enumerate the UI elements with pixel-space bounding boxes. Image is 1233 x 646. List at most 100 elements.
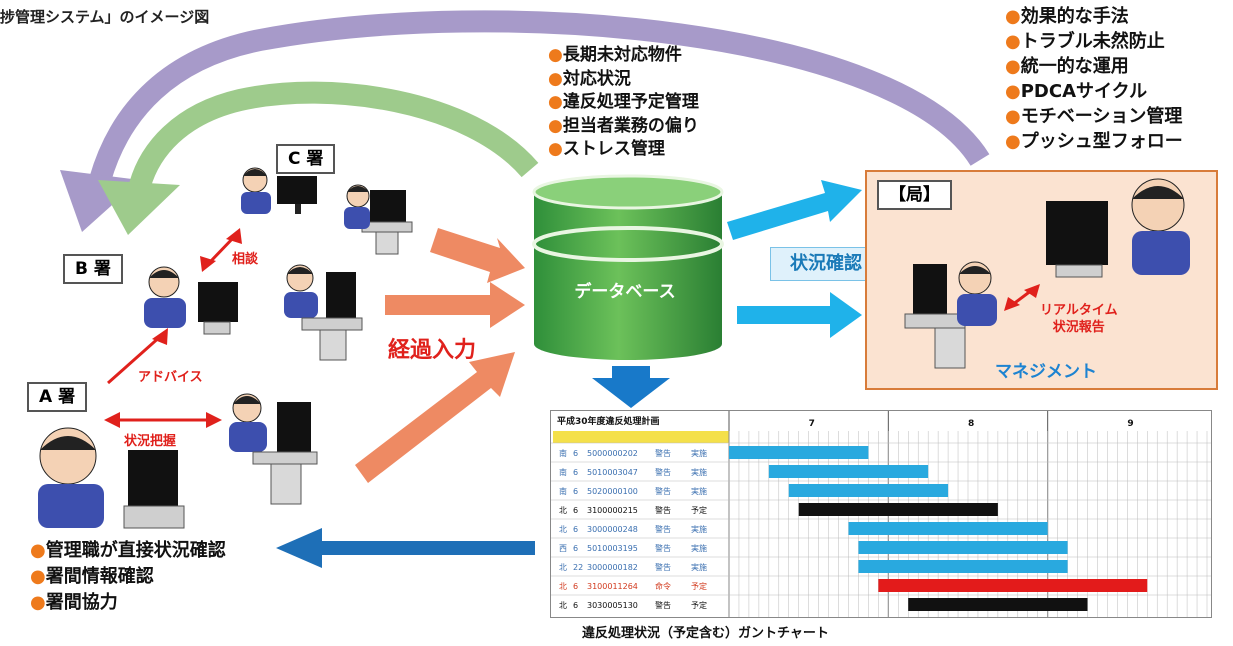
list-item: ●担当者業務の偏り [548, 115, 699, 136]
purple-feedback-arc [89, 10, 990, 184]
gantt-cell: 3100000215 [587, 506, 638, 515]
left-feedback-arrow [276, 528, 535, 568]
list-item: ●統一的な運用 [1005, 56, 1129, 77]
soudan-label: 相談 [232, 252, 259, 267]
gantt-cell: 予定 [691, 581, 707, 591]
worker-icon [241, 167, 317, 214]
gantt-cell: 実施 [691, 524, 707, 534]
list-item: ●モチベーション管理 [1005, 106, 1183, 127]
red-double-arrows [104, 228, 242, 428]
gantt-cell: 警告 [655, 505, 671, 515]
gantt-cell: 予定 [691, 600, 707, 610]
gantt-cell: 実施 [691, 486, 707, 496]
keika-label: 経過入力 [388, 338, 477, 363]
bottom-list: ●管理職が直接状況確認 ●署間情報確認 ●署間協力 [30, 538, 226, 616]
gantt-cell: 予定 [691, 505, 707, 515]
gantt-bar [729, 446, 869, 459]
haaku-label: 状況把握 [124, 434, 177, 449]
gantt-bar [858, 541, 1068, 554]
advice-label: アドバイス [138, 370, 203, 385]
list-item: ●署間協力 [30, 592, 118, 613]
worker-icon [904, 261, 997, 369]
gantt-cell: 警告 [655, 486, 671, 496]
list-item: ●ストレス管理 [548, 139, 665, 159]
gantt-bar [798, 503, 998, 516]
diagram-title: 捗管理システム」のイメージ図 [0, 8, 210, 26]
gantt-cell: 6 [573, 468, 578, 477]
gantt-bar [788, 484, 949, 497]
gantt-cell: 22 [573, 563, 583, 572]
gantt-cell: 警告 [655, 562, 671, 572]
database-label: データベース [574, 282, 676, 302]
gantt-cell: 6 [573, 449, 578, 458]
gantt-cell: 警告 [655, 448, 671, 458]
worker-icon [229, 393, 318, 505]
worker-icon [284, 264, 363, 361]
gantt-bar [858, 560, 1068, 573]
gantt-bar [878, 579, 1148, 592]
gantt-cell: 命令 [655, 581, 671, 591]
gantt-cell: 6 [573, 544, 578, 553]
worker-icon [344, 184, 413, 255]
list-item: ●署間情報確認 [30, 566, 154, 587]
gantt-month-label: 9 [1127, 419, 1133, 429]
gantt-cell: 5000000202 [587, 449, 638, 458]
status-check-label: 状況確認 [770, 247, 882, 281]
input-arrows [355, 228, 525, 483]
gantt-cell: 実施 [691, 543, 707, 553]
gantt-cell: 北 [559, 582, 567, 591]
station-a-label: A 署 [27, 382, 88, 412]
gantt-title: 平成30年度違反処理計画 [557, 415, 660, 427]
gantt-cell: 6 [573, 582, 578, 591]
list-item: ●対応状況 [548, 68, 631, 89]
gantt-cell: 5010003047 [587, 468, 638, 477]
gantt-cell: 西 [559, 544, 567, 553]
list-item: ●管理職が直接状況確認 [30, 540, 226, 561]
gantt-cell: 実施 [691, 562, 707, 572]
list-item: ●トラブル未然防止 [1005, 31, 1165, 52]
station-c-label: C 署 [276, 144, 336, 174]
worker-icon [1046, 178, 1190, 278]
gantt-bar [848, 522, 1048, 535]
gantt-cell: 警告 [655, 543, 671, 553]
list-item: ●違反処理予定管理 [548, 92, 699, 112]
gantt-cell: 警告 [655, 524, 671, 534]
realtime-double-arrow [1004, 284, 1040, 311]
worker-icon [144, 266, 238, 335]
gantt-cell: 南 [559, 448, 567, 458]
gantt-header-bar [553, 431, 729, 443]
gantt-cell: 6 [573, 601, 578, 610]
list-item: ●PDCAサイクル [1005, 81, 1148, 102]
gantt-cell: 6 [573, 525, 578, 534]
gantt-bar [908, 598, 1088, 611]
green-arrowhead [98, 180, 180, 235]
gantt-cell: 6 [573, 487, 578, 496]
gantt-cell: 北 [559, 525, 567, 534]
gantt-cell: 3000000182 [587, 563, 638, 572]
gantt-cell: 3100011264 [587, 582, 638, 591]
gantt-caption: 違反処理状況（予定含む）ガントチャート [582, 626, 829, 641]
gantt-cell: 警告 [655, 600, 671, 610]
list-item: ●プッシュ型フォロー [1005, 131, 1183, 152]
gantt-cell: 5010003195 [587, 544, 638, 553]
gantt-cell: 3000000248 [587, 525, 638, 534]
green-feedback-arc [129, 81, 539, 189]
gantt-cell: 南 [559, 486, 567, 496]
gantt-cell: 5020000100 [587, 487, 638, 496]
management-label: マネジメント [995, 362, 1097, 382]
kyoku-label: 【局】 [877, 180, 952, 210]
realtime-label: リアルタイム状況報告 [1040, 303, 1118, 335]
database-items-list: ●長期未対応物件 ●対応状況 ●違反処理予定管理 ●担当者業務の偏り ●ストレス… [548, 44, 699, 162]
list-item: ●効果的な手法 [1005, 6, 1129, 27]
gantt-cell: 北 [559, 601, 567, 610]
gantt-bar [768, 465, 929, 478]
gantt-month-label: 8 [968, 419, 974, 429]
gantt-cell: 6 [573, 506, 578, 515]
gantt-cell: 北 [559, 506, 567, 515]
gantt-cell: 警告 [655, 467, 671, 477]
